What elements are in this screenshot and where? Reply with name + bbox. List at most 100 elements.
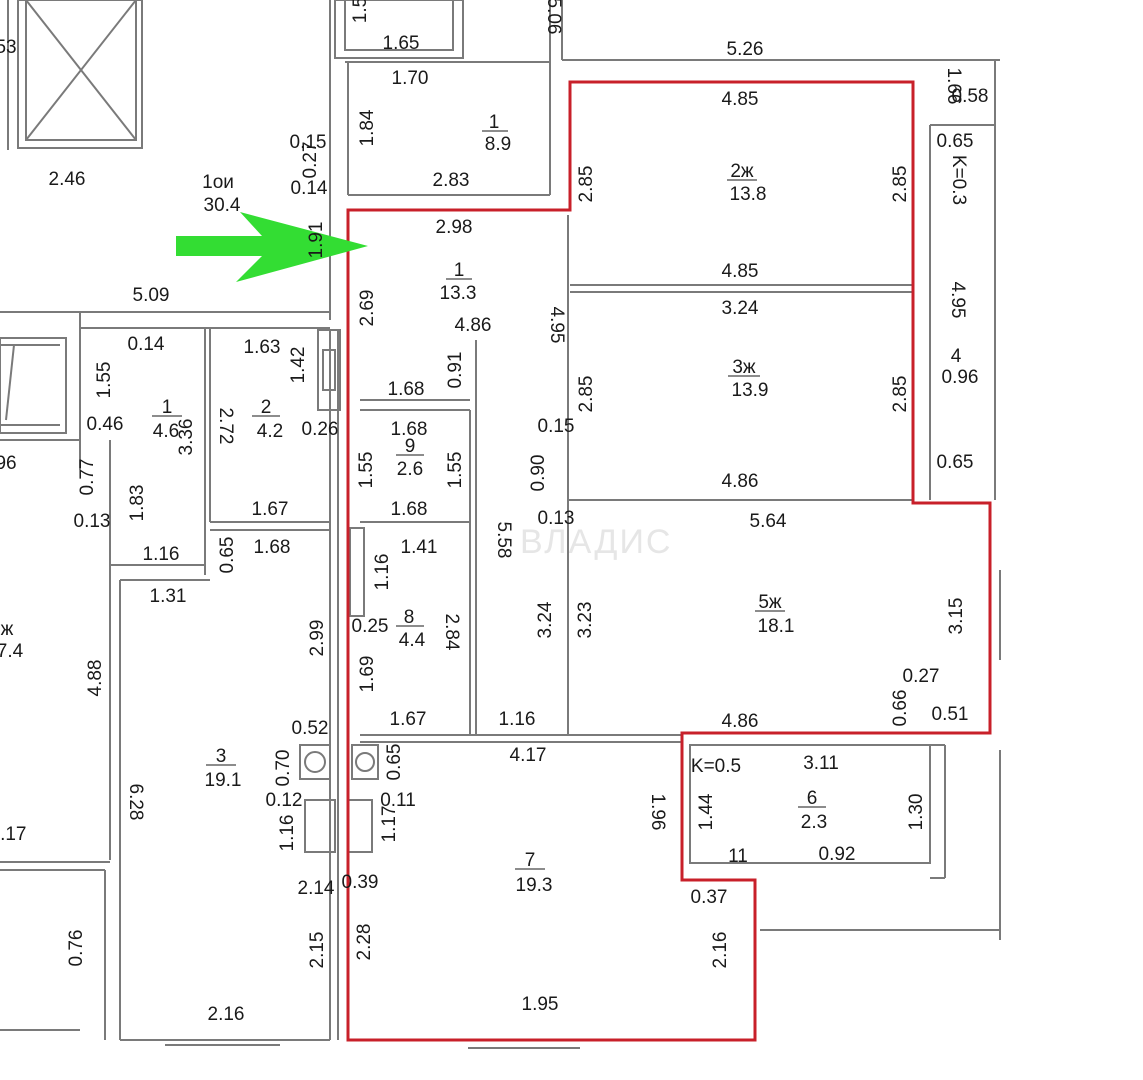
dimension: 1.17 — [0, 824, 26, 845]
dimension: 1.67 — [252, 499, 289, 520]
dimension: 0.14 — [291, 178, 328, 199]
dimension: 4.86 — [722, 471, 759, 492]
dimension: 11 — [728, 846, 748, 867]
dimension: 2.16 — [710, 932, 731, 969]
dimension: 2.15 — [307, 932, 328, 969]
dimension: 2.85 — [576, 376, 597, 413]
dimension: 4.85 — [722, 89, 759, 110]
dimension: 3.36 — [176, 419, 197, 456]
dimension: 1.96 — [647, 794, 668, 831]
dimension: 1.55 — [356, 452, 377, 489]
walls — [0, 0, 1001, 1049]
dimension: 5.06 — [543, 0, 564, 34]
dimension: 1.16 — [372, 554, 393, 591]
dimension: 2.69 — [357, 290, 378, 327]
dimension: 2.85 — [576, 166, 597, 203]
dimension: 5.09 — [133, 285, 170, 306]
dimension: 1.16 — [277, 815, 298, 852]
dimension: 3.24 — [535, 601, 556, 638]
dimension: 1.66 — [943, 68, 964, 105]
room-area: 18.1 — [758, 616, 795, 637]
apartment-outline — [346, 80, 992, 1042]
dimension: 5.58 — [493, 522, 514, 559]
room-number: 4 — [951, 346, 962, 367]
dimension: 1.83 — [127, 485, 148, 522]
dimension: 0.65 — [937, 452, 974, 473]
dimension: 0.65 — [937, 131, 974, 152]
dimension: 4.95 — [947, 282, 968, 319]
dimension: 0.66 — [890, 690, 911, 727]
dimension: 1.68 — [254, 537, 291, 558]
room-number: 2ж — [730, 161, 754, 182]
room-number: 1 — [162, 397, 173, 418]
room-area: 19.1 — [205, 770, 242, 791]
dimension: 2.99 — [307, 620, 328, 657]
dimension: 53 — [0, 37, 17, 58]
dimension: 4.17 — [510, 745, 547, 766]
dimension: 0.12 — [266, 790, 303, 811]
room-area: 4.2 — [257, 421, 283, 442]
room-number: 9 — [405, 436, 416, 457]
dimension: 3.15 — [946, 598, 967, 635]
dimension: 0.39 — [342, 872, 379, 893]
dimension: 1.42 — [288, 347, 309, 384]
dimension: 1.67 — [390, 709, 427, 730]
dimension: 2.84 — [441, 614, 462, 651]
dimension: 2.28 — [354, 924, 375, 961]
room-area: 2.3 — [801, 812, 827, 833]
dimension: 2.98 — [436, 217, 473, 238]
dimension: 1.16 — [143, 544, 180, 565]
dimension: 1.63 — [244, 337, 281, 358]
room-number: 5ж — [758, 592, 782, 613]
dimension: 0.65 — [217, 537, 238, 574]
room-number: 1ои — [202, 172, 234, 193]
dimension: 2.85 — [890, 166, 911, 203]
room-area: 13.3 — [440, 283, 477, 304]
dimension: 0.15 — [538, 416, 575, 437]
dimension: 1.16 — [499, 709, 536, 730]
dimension: 0.65 — [384, 744, 405, 781]
dimension: 5.64 — [750, 511, 787, 532]
dimension: 1.91 — [306, 222, 327, 259]
dimension: 1.41 — [401, 537, 438, 558]
dimension: 0.25 — [352, 616, 389, 637]
dimension: 0.15 — [290, 132, 327, 153]
dimension: K=0.3 — [948, 155, 969, 205]
dimension: 2.85 — [890, 376, 911, 413]
dimension: 3.23 — [575, 602, 596, 639]
green-arrow-icon — [176, 212, 368, 282]
room-number: 6 — [807, 788, 818, 809]
dimension: 0.13 — [538, 508, 575, 529]
dimension: 1.44 — [696, 793, 717, 830]
room-area: 2.6 — [397, 459, 423, 480]
dimension-labels: 1.65 1.70 5.26 0.58 53 2.83 4.85 0.65 2.… — [0, 33, 988, 1025]
dimension: 1.95 — [522, 994, 559, 1015]
dimension: 2.72 — [215, 408, 236, 445]
dimension: 0.51 — [932, 704, 969, 725]
dimension: 1.68 — [388, 379, 425, 400]
room-number: 8 — [404, 607, 415, 628]
room-labels: 1 8.9 1ои 30.4 2ж 13.8 1 13.3 3ж 13.9 1 … — [0, 112, 962, 896]
dimension: 1.17 — [379, 806, 400, 843]
dimension: 1.5 — [350, 0, 371, 23]
dimension: 0.52 — [292, 718, 329, 739]
dimension: 0.90 — [528, 455, 549, 492]
dimension: 4.95 — [546, 307, 567, 344]
dimension: 1.68 — [391, 419, 428, 440]
dimension: 0.14 — [128, 334, 165, 355]
dimension: 1.69 — [357, 656, 378, 693]
dimension: 1.31 — [150, 586, 187, 607]
dimension: 0.27 — [300, 142, 321, 179]
dimension: 2.14 — [298, 878, 335, 899]
dimension: 0.26 — [302, 419, 339, 440]
dimension: 0.70 — [273, 750, 294, 787]
dimension: 96 — [0, 453, 17, 474]
dimension: 1.84 — [357, 109, 378, 146]
dimension: 0.13 — [74, 511, 111, 532]
dimension: 4.88 — [85, 660, 106, 697]
dimension: 0.37 — [691, 887, 728, 908]
room-number: 2 — [261, 397, 272, 418]
room-number: 3 — [216, 746, 227, 767]
dimension: 1.55 — [94, 362, 115, 399]
